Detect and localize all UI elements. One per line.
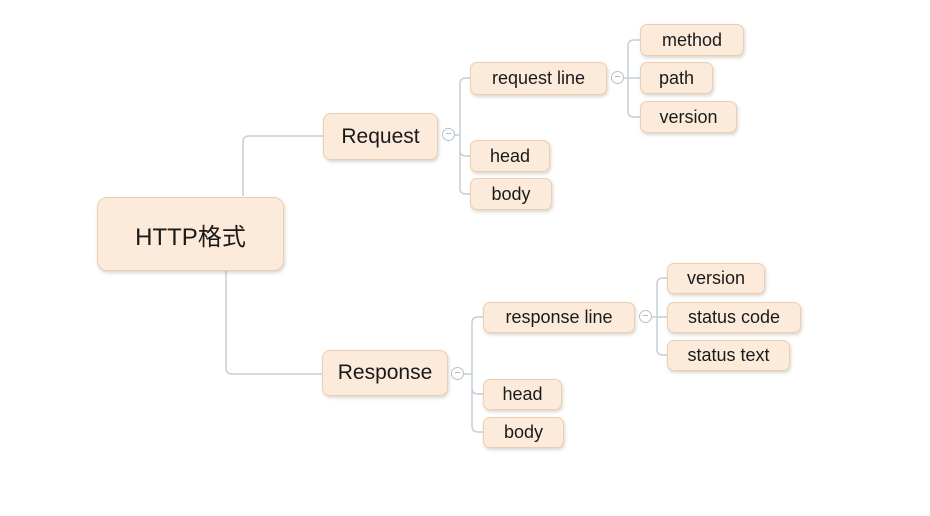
node-request-head[interactable]: head xyxy=(470,140,550,172)
node-request-version[interactable]: version xyxy=(640,101,737,133)
node-path[interactable]: path xyxy=(640,62,713,94)
edge-root-request xyxy=(242,135,323,196)
node-response-version[interactable]: version xyxy=(667,263,765,294)
node-response-line[interactable]: response line xyxy=(483,302,635,333)
node-response[interactable]: Response xyxy=(322,350,448,396)
node-request-line[interactable]: request line xyxy=(470,62,607,95)
node-method[interactable]: method xyxy=(640,24,744,56)
collapse-request-minus-circle-icon[interactable]: − xyxy=(442,128,455,141)
node-response-head[interactable]: head xyxy=(483,379,562,410)
node-response-body[interactable]: body xyxy=(483,417,564,448)
node-request[interactable]: Request xyxy=(323,113,438,160)
node-status-code[interactable]: status code xyxy=(667,302,801,333)
collapse-request-line-minus-circle-icon[interactable]: − xyxy=(611,71,624,84)
node-http-format[interactable]: HTTP格式 xyxy=(97,197,284,271)
collapse-response-line-minus-circle-icon[interactable]: − xyxy=(639,310,652,323)
collapse-response-minus-circle-icon[interactable]: − xyxy=(451,367,464,380)
node-request-body[interactable]: body xyxy=(470,178,552,210)
edge-response-children xyxy=(458,316,483,433)
node-status-text[interactable]: status text xyxy=(667,340,790,371)
edge-root-response xyxy=(225,271,322,375)
